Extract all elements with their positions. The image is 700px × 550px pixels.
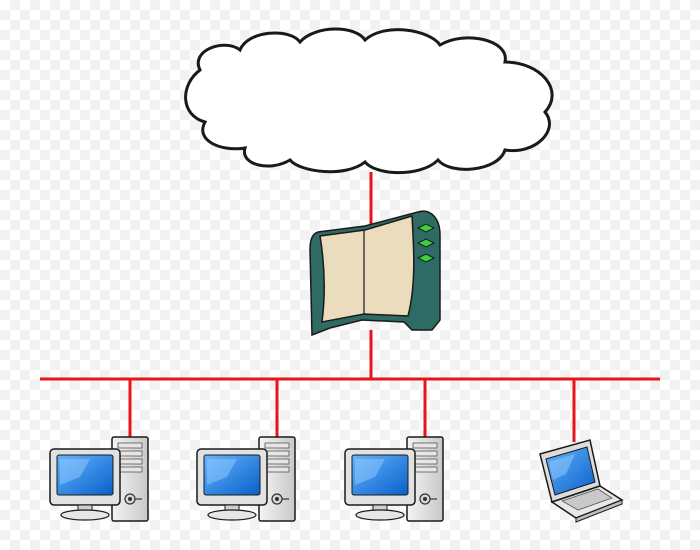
- modem-icon: [309, 210, 441, 337]
- desktop-computer-icon: [49, 436, 149, 522]
- cloud-icon: [184, 27, 554, 175]
- desktop-computer-icon: [344, 436, 444, 522]
- laptop-icon: [539, 439, 624, 523]
- links: [40, 172, 660, 442]
- desktop-computer-icon: [196, 436, 296, 522]
